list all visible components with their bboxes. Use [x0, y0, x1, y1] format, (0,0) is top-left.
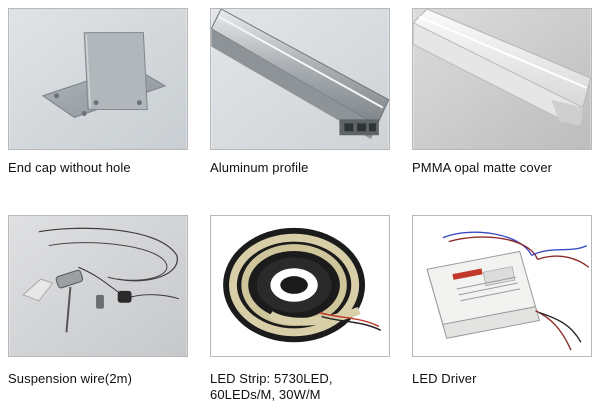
caption-line-2: 60LEDs/M, 30W/M	[210, 387, 321, 402]
led-strip-image	[210, 215, 390, 357]
suspension-wire-image	[8, 215, 188, 357]
led-driver-image	[412, 215, 592, 357]
product-caption: Aluminum profile	[210, 160, 309, 175]
product-caption: PMMA opal matte cover	[412, 160, 553, 175]
product-caption: LED Driver	[412, 371, 477, 386]
product-caption: LED Strip: 5730LED, 60LEDs/M, 30W/M	[210, 371, 333, 403]
product-caption: End cap without hole	[8, 160, 131, 175]
aluminum-profile-image	[210, 8, 390, 150]
end-cap-image	[8, 8, 188, 150]
product-caption: Suspension wire(2m)	[8, 371, 133, 386]
caption-line-1: LED Strip: 5730LED,	[210, 371, 333, 386]
pmma-cover-image	[412, 8, 592, 150]
